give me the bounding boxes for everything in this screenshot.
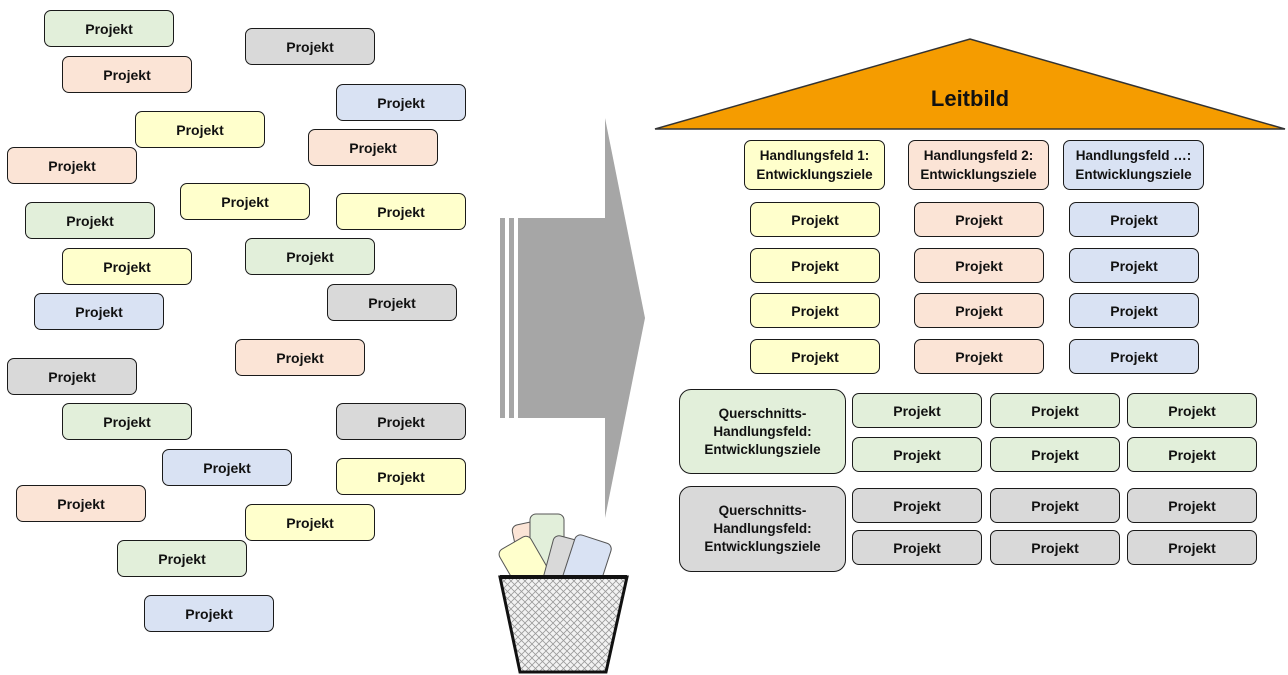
scattered-project: Projekt bbox=[336, 458, 466, 495]
field-project: Projekt bbox=[750, 248, 880, 283]
scattered-project: Projekt bbox=[7, 358, 137, 395]
cross-section-project: Projekt bbox=[990, 488, 1120, 523]
scattered-project: Projekt bbox=[62, 403, 192, 440]
field-project: Projekt bbox=[1069, 248, 1199, 283]
scattered-project: Projekt bbox=[245, 238, 375, 275]
cross-section-project: Projekt bbox=[1127, 530, 1257, 565]
scattered-project: Projekt bbox=[25, 202, 155, 239]
scattered-project: Projekt bbox=[34, 293, 164, 330]
cross-section-heading: Querschnitts- Handlungsfeld: Entwicklung… bbox=[679, 486, 846, 572]
cross-section-project: Projekt bbox=[852, 530, 982, 565]
field-heading: Handlungsfeld 1: Entwicklungsziele bbox=[744, 140, 885, 190]
field-heading: Handlungsfeld 2: Entwicklungsziele bbox=[908, 140, 1049, 190]
field-project: Projekt bbox=[1069, 293, 1199, 328]
scattered-project: Projekt bbox=[245, 28, 375, 65]
cross-section-project: Projekt bbox=[990, 437, 1120, 472]
scattered-project: Projekt bbox=[62, 248, 192, 285]
field-heading: Handlungsfeld …: Entwicklungsziele bbox=[1063, 140, 1204, 190]
scattered-project: Projekt bbox=[336, 403, 466, 440]
cross-section-project: Projekt bbox=[1127, 437, 1257, 472]
scattered-project: Projekt bbox=[308, 129, 438, 166]
scattered-project: Projekt bbox=[235, 339, 365, 376]
field-project: Projekt bbox=[914, 202, 1044, 237]
cross-section-project: Projekt bbox=[1127, 488, 1257, 523]
field-project: Projekt bbox=[750, 339, 880, 374]
field-project: Projekt bbox=[914, 248, 1044, 283]
scattered-project: Projekt bbox=[117, 540, 247, 577]
scattered-project: Projekt bbox=[144, 595, 274, 632]
cross-section-project: Projekt bbox=[990, 530, 1120, 565]
cross-section-project: Projekt bbox=[852, 488, 982, 523]
scattered-project: Projekt bbox=[162, 449, 292, 486]
scattered-project: Projekt bbox=[62, 56, 192, 93]
roof-title: Leitbild bbox=[930, 86, 1010, 111]
scattered-project: Projekt bbox=[135, 111, 265, 148]
field-project: Projekt bbox=[914, 339, 1044, 374]
cross-section-project: Projekt bbox=[852, 437, 982, 472]
field-project: Projekt bbox=[1069, 202, 1199, 237]
scattered-project: Projekt bbox=[336, 193, 466, 230]
field-project: Projekt bbox=[750, 202, 880, 237]
scattered-project: Projekt bbox=[336, 84, 466, 121]
cross-section-project: Projekt bbox=[852, 393, 982, 428]
scattered-project: Projekt bbox=[44, 10, 174, 47]
scattered-project: Projekt bbox=[245, 504, 375, 541]
cross-section-project: Projekt bbox=[990, 393, 1120, 428]
scattered-project: Projekt bbox=[16, 485, 146, 522]
scattered-project: Projekt bbox=[327, 284, 457, 321]
cross-section-heading: Querschnitts- Handlungsfeld: Entwicklung… bbox=[679, 389, 846, 474]
scattered-project: Projekt bbox=[7, 147, 137, 184]
field-project: Projekt bbox=[1069, 339, 1199, 374]
field-project: Projekt bbox=[750, 293, 880, 328]
field-project: Projekt bbox=[914, 293, 1044, 328]
cross-section-project: Projekt bbox=[1127, 393, 1257, 428]
scattered-project: Projekt bbox=[180, 183, 310, 220]
